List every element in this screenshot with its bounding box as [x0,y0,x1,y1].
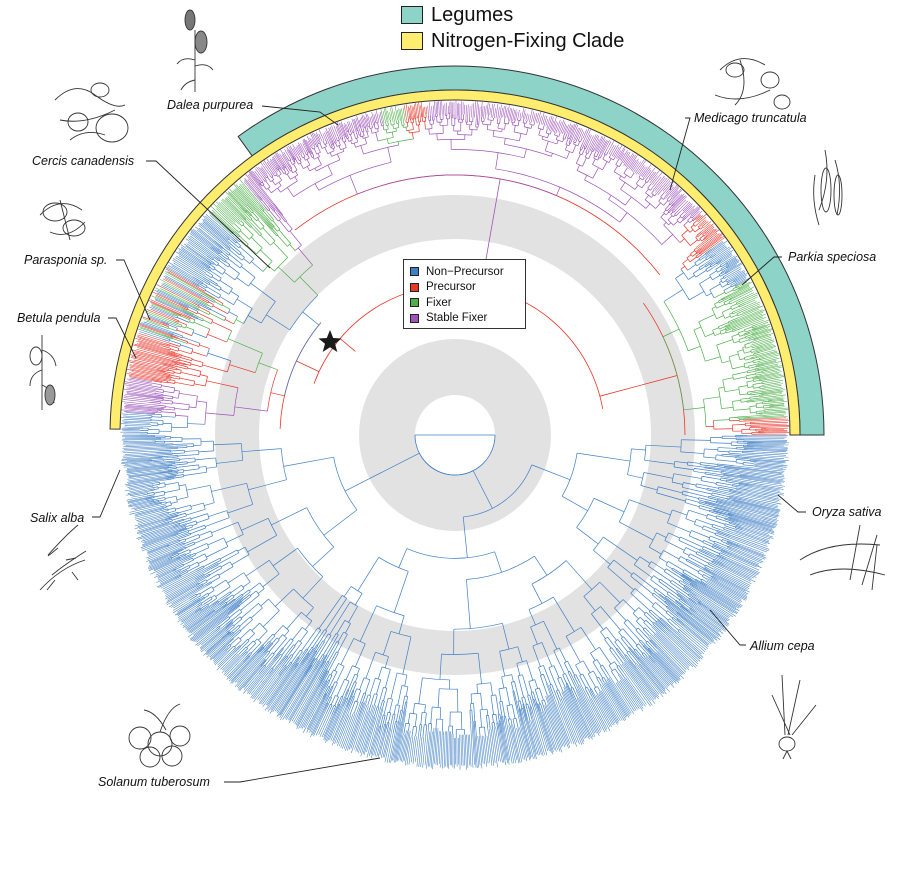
leader-parasponia [116,259,151,321]
precursor-label: Precursor [426,281,476,294]
leader-dalea [261,105,339,126]
clade-legend: Legumes Nitrogen-Fixing Clade [401,2,624,54]
precursor-swatch [410,282,419,292]
species-label-cercis: Cercis canadensis [32,154,134,168]
leader-parkia [741,256,782,286]
species-label-parkia: Parkia speciosa [788,250,876,264]
non-precursor-swatch [410,267,419,277]
leader-lines [92,105,806,783]
gray-ring-inner [359,339,551,531]
plant-sketch-icon [128,703,191,768]
state-legend: Non−Precursor Precursor Fixer Stable Fix… [403,259,526,329]
species-label-parasponia: Parasponia sp. [24,253,107,267]
legend-stable-fixer: Stable Fixer [410,311,519,327]
plant-sketch-icon [714,58,791,110]
nfc-label: Nitrogen-Fixing Clade [431,29,625,52]
non-precursor-label: Non−Precursor [426,265,504,278]
legend-non-precursor: Non−Precursor [410,264,519,280]
species-label-dalea: Dalea purpurea [167,98,253,112]
legend-legumes: Legumes [401,2,624,28]
leader-salix [92,469,121,518]
leader-allium [709,609,746,646]
gray-ring-outer [215,195,695,675]
legend-nitrogen-fixing-clade: Nitrogen-Fixing Clade [401,28,624,54]
stable-fixer-swatch [410,313,419,323]
species-label-solanum: Solanum tuberosum [98,775,210,789]
fixer-label: Fixer [426,296,452,309]
nitrogen-fixing-clade-arc [109,89,801,436]
plant-sketch-icon [799,524,886,591]
species-label-betula: Betula pendula [17,311,100,325]
stable-fixer-label: Stable Fixer [426,312,488,325]
species-label-salix: Salix alba [30,511,84,525]
legumes-label: Legumes [431,3,514,26]
leader-oryza [777,494,806,513]
plant-sketch-icon [176,9,214,92]
fixer-swatch [410,298,419,308]
phylogenetic-tree [120,100,790,770]
plant-sketch-icon [29,335,57,410]
plant-sketch-icon [39,199,86,241]
legend-precursor: Precursor [410,280,519,296]
species-label-medicago: Medicago truncatula [694,111,807,125]
leader-betula [108,317,137,359]
plant-sketch-icon [771,674,817,760]
species-label-allium: Allium cepa [749,639,815,653]
nfc-swatch [401,32,423,50]
plant-sketch-icon [39,524,87,591]
species-label-oryza: Oryza sativa [812,505,882,519]
leader-medicago [669,117,691,191]
plant-sketch-icon [813,149,843,226]
legend-fixer: Fixer [410,295,519,311]
legumes-swatch [401,6,423,24]
leader-solanum [224,757,381,783]
plant-sketch-icon [54,82,129,143]
star-icon [318,330,342,352]
leader-cercis [146,160,271,269]
